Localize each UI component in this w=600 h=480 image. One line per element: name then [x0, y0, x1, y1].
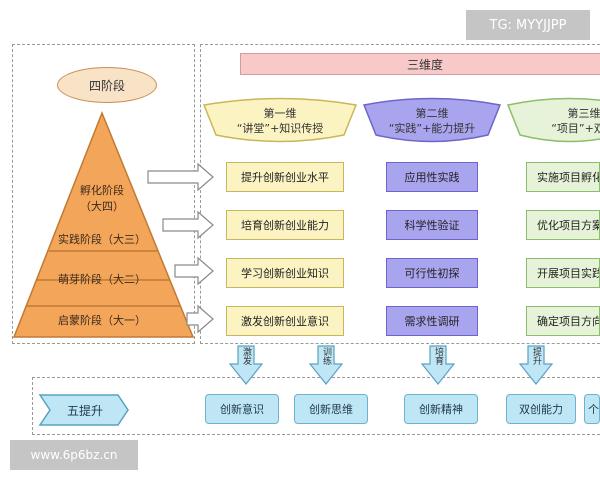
- five-improvements-region: [32, 377, 600, 435]
- right-arrow-icon: [147, 162, 214, 192]
- arrow-label-improve: 提升: [531, 347, 541, 365]
- four-stages-ellipse: 四阶段: [57, 67, 157, 103]
- stage-practice-label: 实践阶段（大三）: [58, 233, 146, 246]
- right-arrow-icon: [162, 210, 214, 240]
- pyramid-shape: [12, 110, 195, 338]
- dim2-header-shape: [362, 97, 502, 143]
- four-stages-region: [12, 44, 195, 344]
- dim2-cell: 科学性验证: [386, 210, 478, 240]
- down-arrow-icon: [228, 345, 264, 385]
- down-arrow-icon: [518, 345, 554, 385]
- three-dimensions-region: [200, 44, 600, 344]
- dim3-subtitle: “项目”+双: [551, 122, 600, 135]
- dim3-cell: 确定项目方向: [526, 306, 600, 336]
- dim3-cell: 开展项目实践: [526, 258, 600, 288]
- stage-incubation-year: （大四）: [80, 200, 124, 213]
- stage-sprout-label: 萌芽阶段（大二）: [58, 273, 146, 286]
- dim2-cell: 需求性调研: [386, 306, 478, 336]
- five-improvements-title: 五提升: [66, 404, 103, 418]
- five-improvements-shape: [38, 394, 129, 426]
- dim1-header-shape: [202, 97, 358, 143]
- improvement-item: 个: [584, 394, 600, 424]
- right-arrow-icon: [186, 304, 214, 334]
- arrow-label-cultivate: 培育: [433, 347, 443, 365]
- dim3-header-shape: [506, 97, 600, 143]
- dim1-subtitle: “讲堂”+知识传授: [236, 122, 324, 135]
- down-arrow-icon: [308, 345, 344, 385]
- arrow-label-train: 训练: [321, 347, 331, 365]
- watermark-bottom-left: www.6p6bz.cn: [10, 440, 138, 470]
- arrow-label-stimulate: 激发: [241, 347, 251, 365]
- watermark-top-right: TG: MYYJJPP: [466, 10, 590, 40]
- three-dimensions-banner: 三维度: [240, 53, 600, 75]
- dim1-cell: 培育创新创业能力: [226, 210, 344, 240]
- improvement-item: 创新精神: [404, 394, 478, 424]
- dim2-title: 第二维: [415, 107, 449, 120]
- dim3-title: 第三维: [567, 107, 600, 120]
- stage-enlightenment-label: 启蒙阶段（大一）: [58, 314, 146, 327]
- dim1-cell: 激发创新创业意识: [226, 306, 344, 336]
- dim3-cell: 优化项目方案: [526, 210, 600, 240]
- dim2-cell: 可行性初探: [386, 258, 478, 288]
- dim1-cell: 提升创新创业水平: [226, 162, 344, 192]
- improvement-item: 创新意识: [205, 394, 279, 424]
- improvement-item: 双创能力: [506, 394, 576, 424]
- dim3-cell: 实施项目孵化: [526, 162, 600, 192]
- right-arrow-icon: [174, 256, 214, 286]
- improvement-item: 创新思维: [294, 394, 368, 424]
- dim2-cell: 应用性实践: [386, 162, 478, 192]
- down-arrow-icon: [420, 345, 456, 385]
- dim1-title: 第一维: [263, 107, 297, 120]
- stage-incubation-label: 孵化阶段: [80, 184, 124, 197]
- dim1-cell: 学习创新创业知识: [226, 258, 344, 288]
- dim2-subtitle: “实践”+能力提升: [388, 122, 476, 135]
